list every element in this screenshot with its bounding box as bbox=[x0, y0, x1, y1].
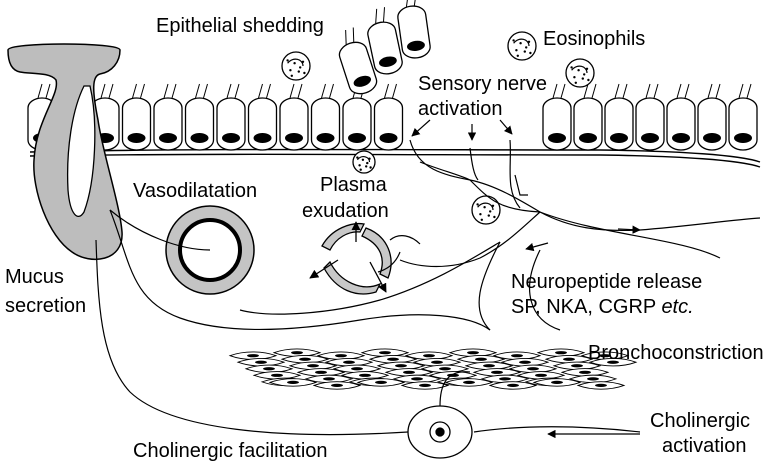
label-cholinergic: Cholinergic bbox=[650, 410, 750, 432]
label-sensory-nerve-line2: activation bbox=[418, 98, 503, 120]
epithelial-cell bbox=[249, 84, 277, 150]
label-secretion: secretion bbox=[5, 295, 86, 317]
label-neuropeptide-names: SP, NKA, CGRP bbox=[511, 296, 661, 318]
smooth-muscle-bundle bbox=[230, 349, 636, 389]
label-vasodilatation: Vasodilatation bbox=[133, 180, 257, 202]
label-bronchoconstriction: Bronchoconstriction bbox=[588, 342, 764, 364]
epithelial-cell bbox=[375, 84, 403, 150]
eosinophil bbox=[566, 59, 594, 87]
label-sensory-nerve-line1: Sensory nerve bbox=[418, 73, 547, 95]
eosinophil bbox=[353, 151, 375, 173]
label-plasma: Plasma bbox=[320, 174, 387, 196]
mucus-gland bbox=[8, 44, 122, 259]
epithelial-cell bbox=[123, 84, 151, 150]
eosinophil bbox=[282, 52, 310, 80]
label-cholinergic-facilitation: Cholinergic facilitation bbox=[133, 440, 328, 462]
epithelial-cell bbox=[698, 84, 726, 150]
epithelial-cell bbox=[574, 84, 602, 150]
label-neuropeptide-list: SP, NKA, CGRP etc. bbox=[511, 296, 694, 318]
label-epithelial-shedding: Epithelial shedding bbox=[156, 15, 324, 37]
label-neuropeptide-etc: etc. bbox=[661, 296, 693, 318]
basement-membrane bbox=[30, 150, 760, 168]
label-eosinophils: Eosinophils bbox=[543, 28, 645, 50]
shed-epithelial-cells bbox=[332, 0, 431, 97]
epithelial-cell bbox=[729, 84, 757, 150]
epithelial-cell bbox=[280, 84, 308, 150]
epithelial-cell bbox=[217, 84, 245, 150]
eosinophil bbox=[472, 196, 500, 224]
cholinergic-ganglion bbox=[408, 406, 472, 458]
epithelial-cell bbox=[154, 84, 182, 150]
epithelial-cell bbox=[186, 84, 214, 150]
epithelial-cell bbox=[636, 84, 664, 150]
epithelial-cell bbox=[543, 84, 571, 150]
epithelial-cell bbox=[667, 84, 695, 150]
label-mucus: Mucus bbox=[5, 266, 64, 288]
label-neuropeptide-release: Neuropeptide release bbox=[511, 271, 702, 293]
epithelial-cell bbox=[312, 84, 340, 150]
label-activation: activation bbox=[662, 435, 747, 457]
eosinophil bbox=[508, 32, 536, 60]
epithelium bbox=[28, 84, 757, 150]
label-exudation: exudation bbox=[302, 200, 389, 222]
leaky-venule bbox=[310, 222, 391, 294]
epithelial-cell bbox=[605, 84, 633, 150]
